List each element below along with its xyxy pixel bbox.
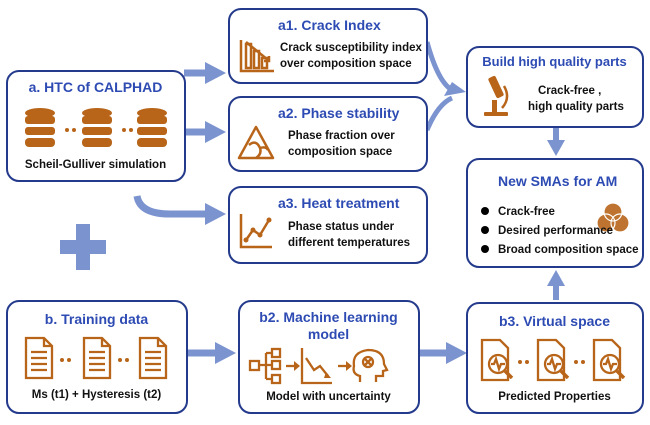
search-document-icon-1 — [480, 338, 514, 382]
venn-icon — [596, 202, 630, 233]
build-parts-box: Build high quality parts Crack-free , hi… — [466, 46, 644, 128]
search-document-icon-2 — [536, 338, 570, 382]
crack-index-box: a1. Crack Index Crack susceptibility ind… — [228, 8, 428, 84]
ml-title-line2: model — [307, 326, 350, 342]
database-icon-1 — [25, 108, 55, 147]
htc-calphad-box: a. HTC of CALPHAD — [6, 70, 186, 182]
new-smas-box: New SMAs for AM Crack-free Desired perfo… — [466, 158, 644, 268]
bullet-icons — [481, 207, 489, 253]
ml-pipeline-icon-group — [248, 347, 389, 385]
document-icon-3 — [138, 336, 168, 380]
build-line2: high quality parts — [528, 101, 624, 113]
training-data-box: b. Training data Ms — [6, 300, 188, 414]
htc-title: a. HTC of CALPHAD — [28, 79, 163, 95]
database-icon-3 — [137, 108, 167, 147]
line-chart-icon — [239, 214, 272, 249]
training-title: b. Training data — [44, 311, 149, 327]
arrow-crack-to-build — [424, 41, 454, 93]
phase-title: a2. Phase stability — [278, 105, 400, 121]
database-icon-group — [25, 108, 167, 147]
virtual-space-box: b3. Virtual space — [466, 302, 644, 414]
bar-chart-down-icon — [239, 40, 274, 73]
sma-bullet-3: Broad composition space — [498, 244, 639, 256]
heat-line1: Phase status under — [288, 221, 395, 233]
brain-head-icon — [352, 348, 389, 382]
document-icon-group — [24, 336, 168, 380]
database-icon-2 — [82, 108, 112, 147]
sma-bullet-2: Desired performance — [498, 225, 614, 237]
htc-label: Scheil-Gulliver simulation — [24, 159, 167, 171]
phase-stability-box: a2. Phase stability Phase fraction over … — [228, 96, 428, 172]
ml-title-line1: b2. Machine learning — [259, 309, 398, 325]
ml-label: Model with uncertainty — [266, 391, 391, 403]
phase-triangle-icon — [237, 125, 275, 160]
trend-chart-icon — [300, 348, 332, 385]
virtual-label: Predicted Properties — [498, 391, 611, 403]
search-document-icon-3 — [592, 338, 626, 382]
training-label: Ms (t1) + Hysteresis (t2) — [31, 389, 162, 401]
microscope-icon — [484, 75, 509, 116]
phase-line1: Phase fraction over — [288, 130, 395, 142]
crack-line1: Crack susceptibility index — [280, 42, 422, 54]
build-line1: Crack-free , — [538, 85, 602, 97]
build-title: Build high quality parts — [482, 54, 627, 69]
heat-treatment-box: a3. Heat treatment Phase status under di… — [228, 186, 428, 264]
document-icon-1 — [24, 336, 54, 380]
sma-bullet-1: Crack-free — [498, 206, 555, 218]
crack-line2: over composition space — [280, 58, 412, 70]
document-icon-2 — [82, 336, 112, 380]
crack-title: a1. Crack Index — [278, 17, 381, 33]
phase-line2: composition space — [288, 146, 393, 158]
flow-diagram-icon — [248, 347, 282, 385]
sma-title: New SMAs for AM — [498, 173, 618, 189]
virtual-title: b3. Virtual space — [498, 313, 610, 329]
plus-symbol — [60, 224, 106, 270]
arrow-htc-to-heat — [133, 195, 205, 218]
heat-line2: different temperatures — [288, 237, 411, 249]
ml-model-box: b2. Machine learning model — [238, 300, 420, 414]
search-document-icon-group — [480, 338, 626, 382]
arrow-phase-to-build — [424, 95, 454, 131]
heat-title: a3. Heat treatment — [278, 195, 400, 211]
